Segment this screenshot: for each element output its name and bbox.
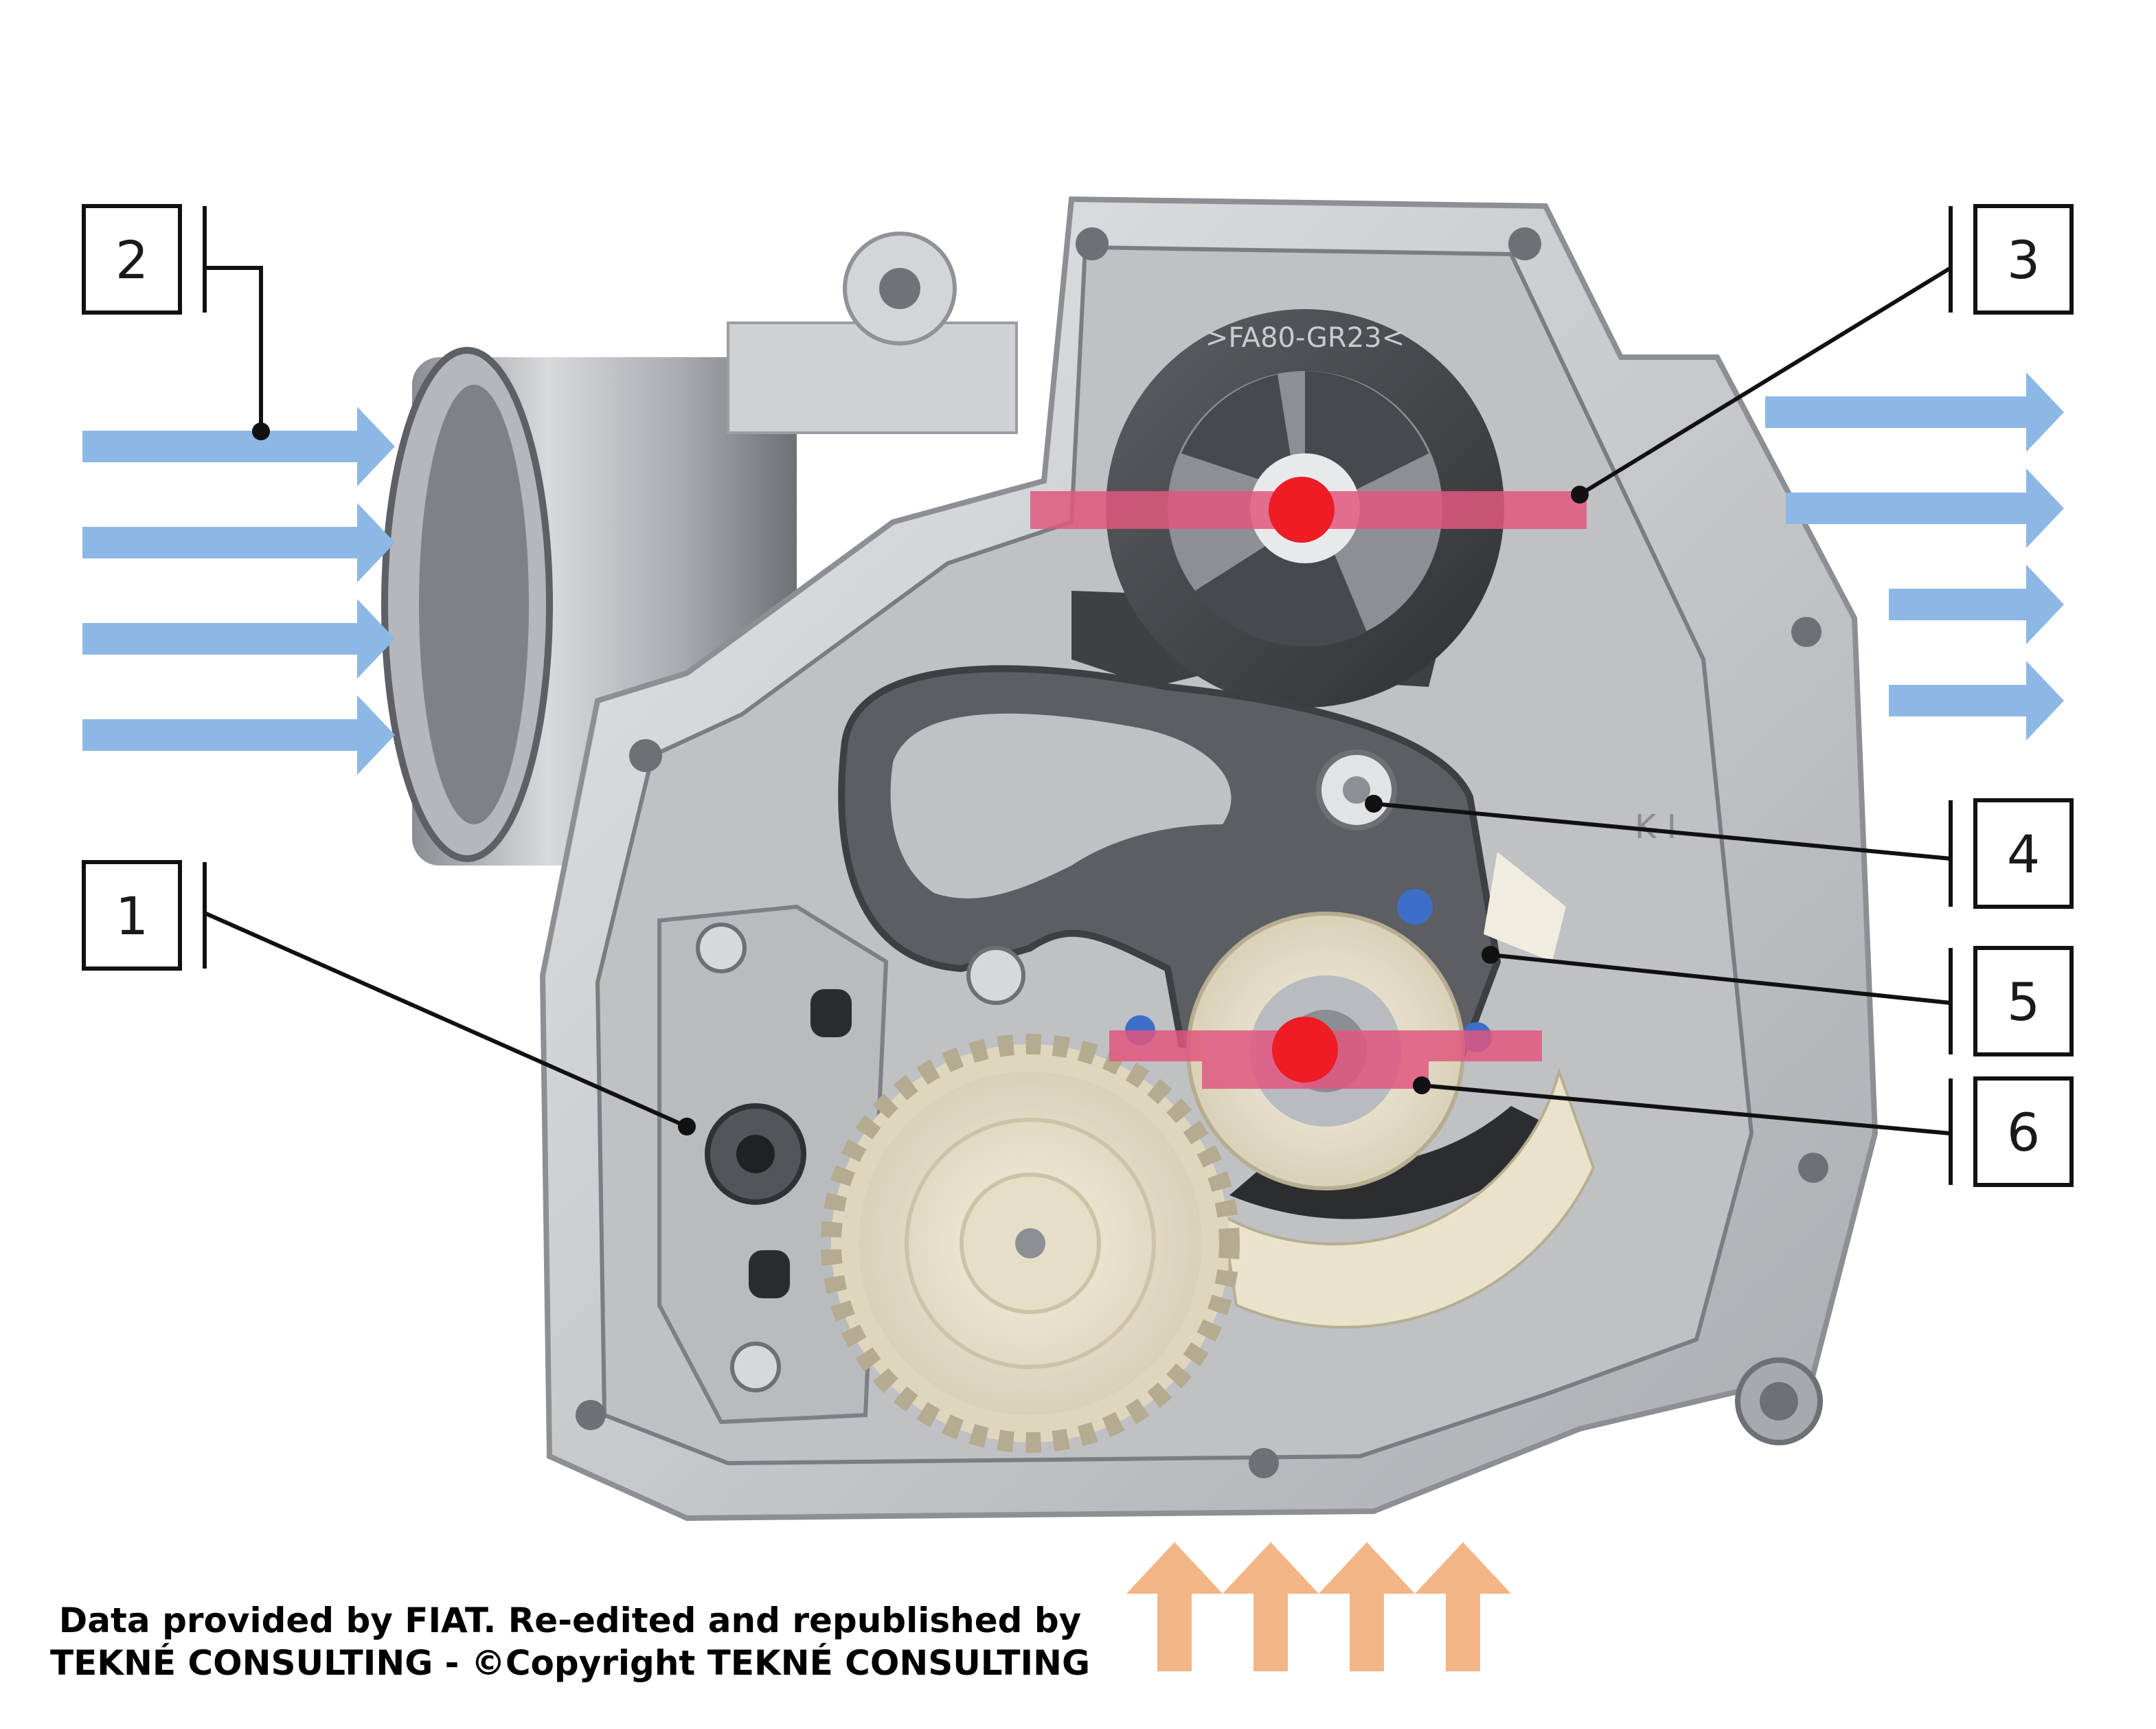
arrow-up-icon (1319, 1542, 1415, 1671)
credit-line-2: TEKNÉ CONSULTING - ©Copyright TEKNÉ CONS… (50, 1643, 1090, 1683)
leader-line-6 (1421, 1083, 1951, 1135)
arrow-right-icon (82, 695, 395, 775)
outlet-airflow-arrows (1765, 372, 2064, 741)
mounting-hole (1791, 617, 1822, 647)
callout-label-5: 5 (2007, 971, 2040, 1032)
arrow-up-icon (1415, 1542, 1511, 1671)
leader-line-5 (1490, 953, 1951, 1005)
inlet-pipe (381, 231, 1018, 866)
bottom-airflow-arrows (1126, 1542, 1511, 1671)
callout-4: 4 (1949, 798, 2074, 909)
arrow-right-icon (1889, 565, 2064, 644)
arrow-up-icon (1126, 1542, 1223, 1671)
arrow-right-icon (82, 503, 395, 583)
callout-3: 3 (1949, 204, 2074, 315)
leader-dot-2 (252, 422, 270, 440)
arrow-right-icon (1765, 372, 2064, 452)
gear-axis-marker (1109, 1017, 1542, 1089)
arrow-right-icon (82, 599, 395, 679)
leader-dot-6 (1413, 1076, 1431, 1094)
leader-dot-5 (1482, 946, 1499, 964)
rotor-axis-marker (1030, 477, 1587, 543)
callout-label-4: 4 (2007, 824, 2040, 885)
credit-line-1: Data provided by FIAT. Re-edited and rep… (58, 1601, 1082, 1640)
leader-line-4 (1373, 802, 1951, 861)
leader-dot-4 (1365, 795, 1383, 813)
callout-2: 2 (82, 204, 207, 315)
housing-marking: K I (1635, 808, 1677, 846)
arrow-up-icon (1223, 1542, 1319, 1671)
inlet-airflow-arrows (82, 407, 395, 775)
callout-label-2: 2 (115, 229, 148, 291)
leader-line-2 (206, 266, 263, 431)
leader-dot-1 (678, 1118, 696, 1135)
screw-blue (1397, 889, 1433, 925)
mounting-hole (1249, 1448, 1279, 1478)
arrow-right-icon (1786, 468, 2064, 548)
callout-label-6: 6 (2007, 1102, 2040, 1163)
leader-dot-3 (1571, 486, 1589, 504)
callout-1: 1 (82, 860, 207, 971)
leader-lines (205, 266, 1952, 1135)
mounting-hole (1076, 227, 1109, 260)
callout-label-1: 1 (115, 885, 148, 947)
callout-6: 6 (1949, 1076, 2074, 1187)
arrow-right-icon (82, 407, 395, 486)
rotor-marking: >FA80-GR23< (1205, 322, 1405, 354)
intermediate-gear (821, 1034, 1240, 1453)
leader-line-3 (1578, 266, 1952, 497)
mounting-hole (629, 739, 662, 772)
arrow-right-icon (1889, 661, 2064, 741)
leader-line-1 (205, 912, 688, 1129)
callout-5: 5 (1949, 946, 2074, 1056)
mounting-hole (1508, 227, 1541, 260)
mounting-hole (1798, 1153, 1828, 1183)
mounting-hole (576, 1400, 606, 1430)
callout-label-3: 3 (2007, 229, 2040, 291)
